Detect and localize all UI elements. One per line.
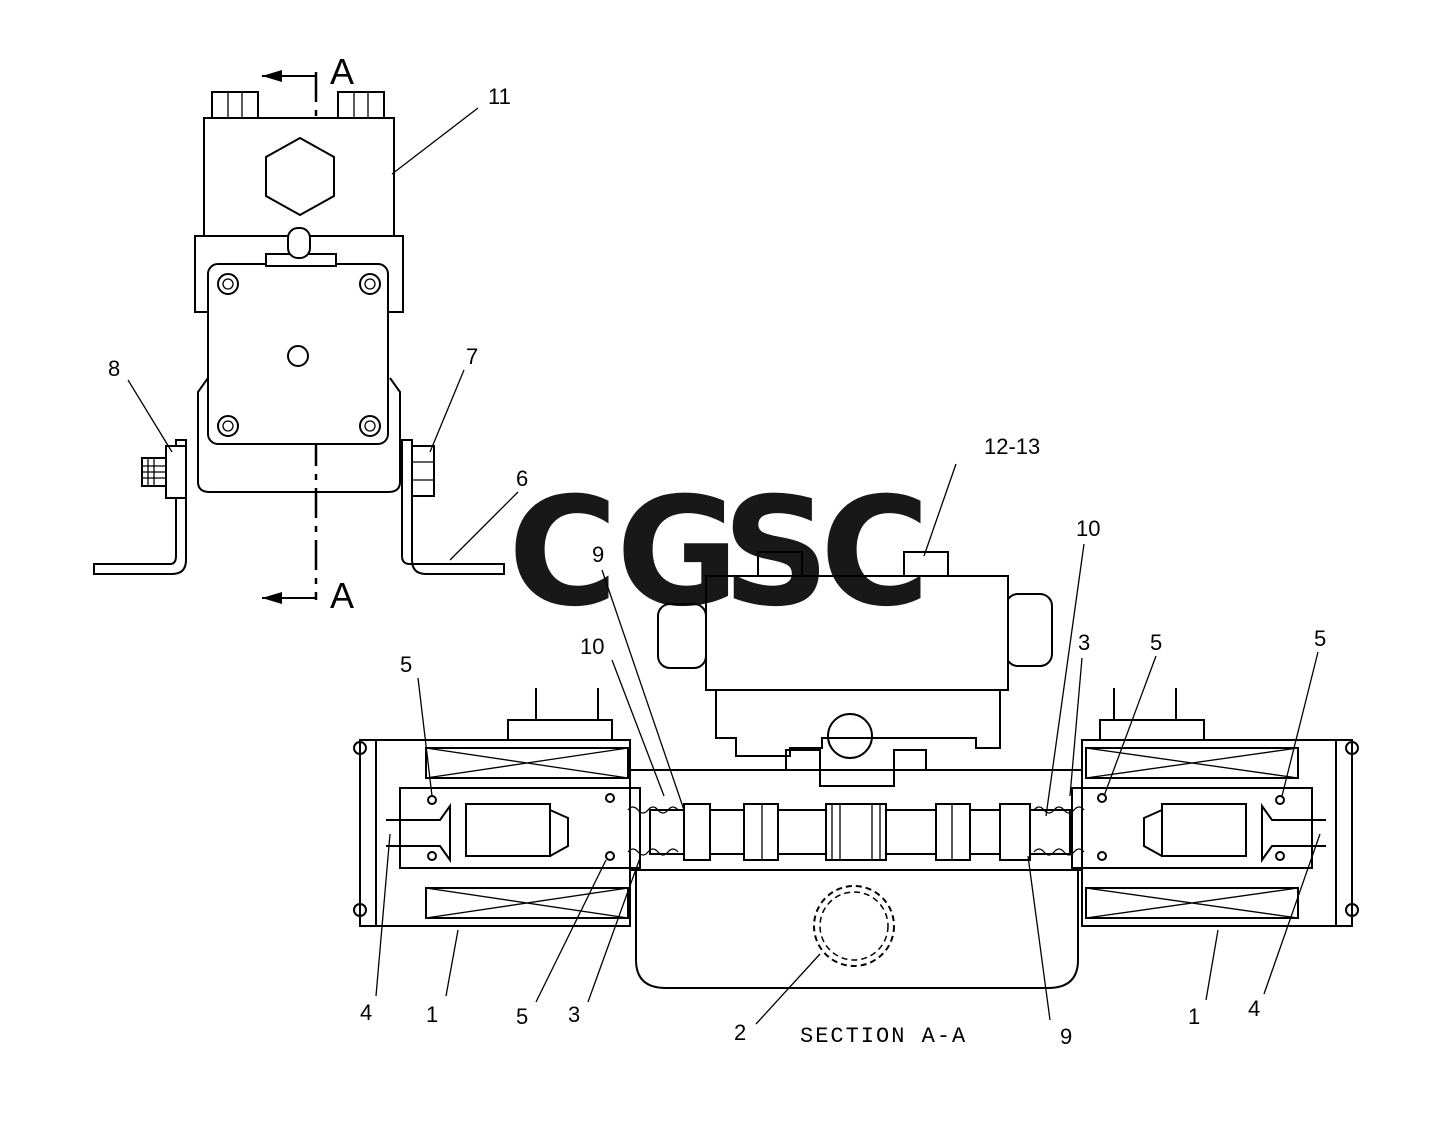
callout-12-13: 12-13 [984,434,1040,459]
manifold-body [194,227,404,493]
callout-11: 11 [488,84,511,109]
callout-1-left: 1 [426,1002,438,1027]
watermark-letter-c2: C [820,466,930,640]
callout-5-right-outer: 5 [1314,626,1326,651]
callout-2: 2 [734,1020,746,1045]
callout-5-bottom: 5 [516,1004,528,1029]
watermark-letter-s: S [722,466,830,640]
section-mark-bottom: A [330,575,354,616]
callout-1-right: 1 [1188,1004,1200,1029]
top-view: A A [93,51,528,616]
section-valve [657,551,1053,759]
callout-3-top: 3 [1078,630,1090,655]
callout-7: 7 [466,344,478,369]
section-body [629,749,1083,989]
callout-5-right-inner: 5 [1150,630,1162,655]
callout-10-left: 10 [580,634,604,659]
callout-10-right: 10 [1076,516,1100,541]
callout-9-top: 9 [592,542,604,567]
nut [411,445,435,497]
watermark-letter-g: G [616,466,739,640]
left-solenoid [353,688,679,927]
section-view: 12-13 10 9 10 3 5 5 5 4 1 5 3 2 9 1 4 SE… [353,434,1359,1049]
section-mark-top: A [330,51,354,92]
right-solenoid [1033,688,1359,927]
callout-6: 6 [516,466,528,491]
bolt [141,445,187,499]
callout-4-left: 4 [360,1000,372,1025]
watermark-logo: C G S C [508,466,930,640]
callout-3-bottom: 3 [568,1002,580,1027]
callout-5-left: 5 [400,652,412,677]
callout-4-right: 4 [1248,996,1260,1021]
valve-block [203,91,395,237]
watermark-letter-c1: C [508,466,618,640]
callout-8: 8 [108,356,120,381]
callout-9-bottom: 9 [1060,1024,1072,1049]
section-title: SECTION A-A [800,1024,967,1049]
